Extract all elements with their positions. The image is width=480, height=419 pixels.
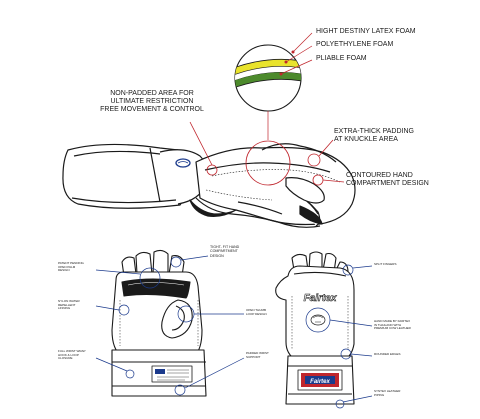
pliable-foam-label: PLIABLE FOAM (316, 55, 367, 62)
hand-line-1: CONTOURED HAND (346, 172, 413, 179)
nylon-line-2: REPELLENT (58, 302, 76, 307)
palm-view-glove (111, 249, 207, 397)
non-padded-line-3: FREE MOVEMENT & CONTROL (100, 106, 204, 114)
nylon-lining-label: NYLON WATER REPELLENT LINNING (58, 299, 80, 311)
back-view-callouts (305, 264, 373, 409)
fairtex-logo-cuff: Fairtex (310, 379, 330, 385)
side-view-callouts (189, 121, 345, 186)
tight-fit-line-3: DESIGN (210, 253, 224, 258)
patent-line-2: OPEN PALM (58, 264, 76, 269)
svg-text:Fairtex: Fairtex (310, 379, 330, 385)
pliable-foam-layer (235, 72, 301, 90)
tight-fit-line-1: TIGHT- FIT HAND (210, 245, 240, 249)
non-padded-line-2: ULTIMATE RESTRICTION (110, 98, 194, 106)
patent-line-1: PATENT PENDING (58, 261, 84, 265)
svg-text:Fairtex: Fairtex (304, 293, 337, 304)
padded-line-2: SUPPORT (246, 354, 261, 359)
open-thumb-label: OPEN THUMB LOOP DESIGN (246, 308, 267, 316)
rounded-edges-label: ROUNDED EDGES (374, 352, 401, 356)
wrist-line-3: CLOSURE (58, 356, 73, 361)
patent-line-3: DESIGN (58, 268, 70, 273)
piping-line-1: SYNTEX LEATHER (374, 389, 401, 393)
handmade-line-2: IN THAILAND WITH (374, 322, 402, 327)
back-view-glove (275, 251, 355, 405)
thumb-line-2: LOOP DESIGN (246, 311, 267, 316)
wrist-line-2: HOOK & LOOP (58, 352, 79, 357)
syntex-piping-label: SYNTEX LEATHER PIPING (374, 389, 401, 397)
knuckle-padding-label: EXTRA-THICK PADDING AT KNUCKLE AREA (334, 128, 414, 144)
fairtex-logo-back: Fairtex (303, 293, 337, 305)
padded-wrist-label: PADDED WRIST SUPPORT (246, 351, 269, 359)
hand-compartment-label: CONTOURED HAND COMPARTMENT DESIGN (346, 172, 429, 188)
thumb-line-1: OPEN THUMB (246, 308, 266, 312)
nylon-line-1: NYLON WATER (58, 299, 80, 303)
split-fingers-label: SPLIT FINGERS (374, 262, 397, 266)
non-padded-area-label: NON-PADDED AREA FOR ULTIMATE RESTRICTION… (86, 90, 218, 114)
handmade-line-3: PREMIUM COW LEATHER (374, 326, 411, 331)
hand-line-2: COMPARTMENT DESIGN (346, 180, 429, 188)
knuckle-line-2: AT KNUCKLE AREA (334, 136, 398, 144)
foam-magnifier-circle (234, 32, 313, 140)
padded-line-1: PADDED WRIST (246, 351, 269, 355)
side-view-glove (62, 143, 356, 228)
tight-fit-label: TIGHT- FIT HAND COMPARTMENT DESIGN (210, 245, 239, 258)
tight-fit-line-2: COMPARTMENT (210, 249, 238, 254)
open-palm-label: PATENT PENDING OPEN PALM DESIGN (58, 261, 84, 273)
polyethylene-foam-label: POLYETHYLENE FOAM (316, 41, 394, 48)
knuckle-line-1: EXTRA-THICK PADDING (334, 128, 414, 135)
latex-foam-label: HIGHT DESTINY LATEX FOAM (316, 28, 416, 35)
wrist-wrap-label: FULL WRIST WRAP HOOK & LOOP CLOSURE (58, 349, 86, 361)
piping-line-2: PIPING (374, 392, 385, 397)
wrist-line-1: FULL WRIST WRAP (58, 349, 86, 353)
palm-view-callouts (95, 255, 245, 396)
nylon-line-3: LINNING (58, 306, 71, 311)
handmade-label: HAND MADE BY FAIRTEX IN THAILAND WITH PR… (374, 319, 411, 331)
non-padded-line-1: NON-PADDED AREA FOR (110, 90, 194, 97)
handmade-line-1: HAND MADE BY FAIRTEX (374, 319, 411, 323)
